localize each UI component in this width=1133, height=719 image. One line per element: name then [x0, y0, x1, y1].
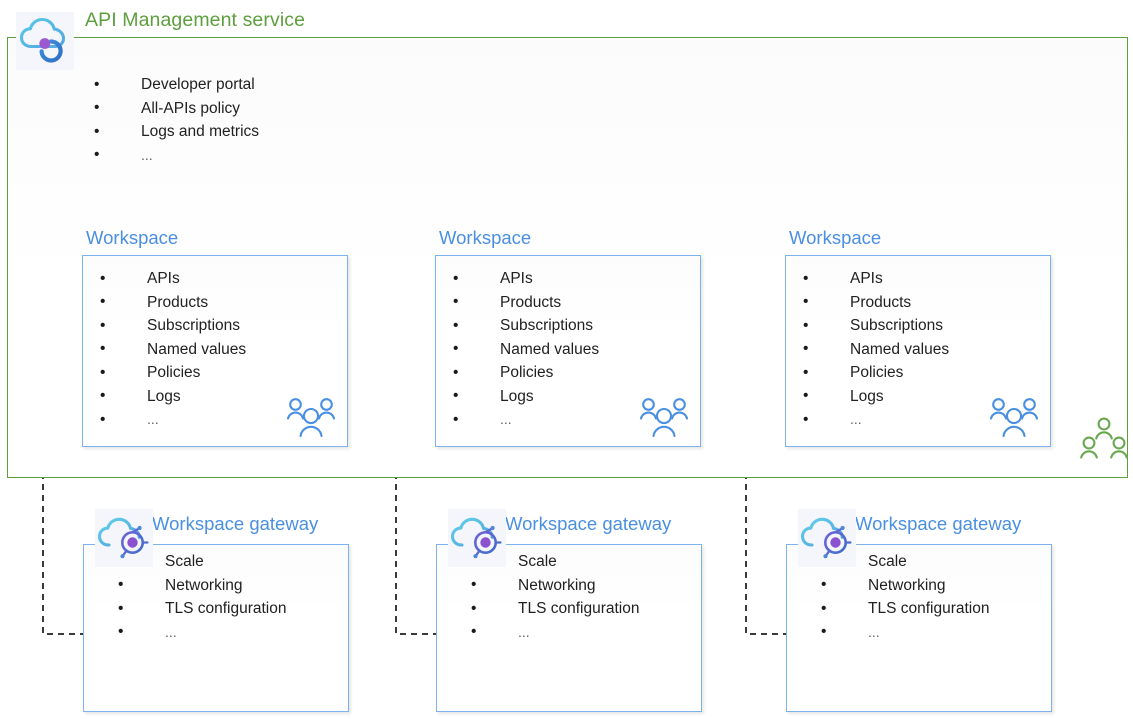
gateway-feature-list: Scale Networking TLS configuration ...	[110, 550, 287, 644]
people-group-icon	[988, 394, 1040, 440]
workspace-title: Workspace	[86, 227, 179, 248]
workspace-feature-list: APIs Products Subscriptions Named values…	[92, 267, 246, 432]
gateway-cloud-icon	[448, 509, 506, 567]
list-item: All-APIs policy	[86, 96, 259, 121]
list-item: Subscriptions	[92, 314, 246, 338]
list-item: TLS configuration	[813, 597, 990, 621]
list-item: Subscriptions	[795, 314, 949, 338]
list-item: Policies	[445, 361, 599, 385]
list-item: Products	[795, 290, 949, 315]
list-item: ...	[795, 408, 949, 432]
list-item: Networking	[463, 573, 640, 598]
workspace-body: APIs Products Subscriptions Named values…	[82, 255, 348, 447]
list-item: APIs	[795, 267, 949, 291]
list-item: Networking	[813, 573, 990, 598]
list-item: Products	[445, 290, 599, 315]
gateway-cloud-icon	[798, 509, 856, 567]
page-title: API Management service	[85, 9, 306, 31]
list-item: Logs	[445, 384, 599, 409]
workspace-title: Workspace	[789, 227, 882, 248]
gateway-title: Workspace gateway	[855, 513, 1022, 534]
gateway-feature-list: Scale Networking TLS configuration ...	[463, 550, 640, 644]
gateway-title: Workspace gateway	[152, 513, 319, 534]
list-item: Products	[92, 290, 246, 315]
people-group-icon	[285, 394, 337, 440]
workspace-title: Workspace	[439, 227, 532, 248]
list-item: Named values	[92, 337, 246, 362]
list-item: Networking	[110, 573, 287, 598]
list-item: TLS configuration	[110, 597, 287, 621]
list-item: ...	[92, 408, 246, 432]
list-item: APIs	[445, 267, 599, 291]
people-group-icon	[638, 394, 690, 440]
gateway-feature-list: Scale Networking TLS configuration ...	[813, 550, 990, 644]
list-item: ...	[463, 620, 640, 645]
list-item: ...	[86, 143, 259, 168]
workspace-body: APIs Products Subscriptions Named values…	[435, 255, 701, 447]
apim-cloud-icon	[16, 12, 74, 70]
list-item: APIs	[92, 267, 246, 291]
list-item: TLS configuration	[463, 597, 640, 621]
list-item: Developer portal	[86, 73, 259, 97]
workspace-feature-list: APIs Products Subscriptions Named values…	[795, 267, 949, 432]
list-item: Logs	[795, 384, 949, 409]
list-item: Policies	[92, 361, 246, 385]
list-item: Logs	[92, 384, 246, 409]
people-group-icon-green	[1080, 415, 1128, 465]
list-item: Named values	[445, 337, 599, 362]
list-item: Subscriptions	[445, 314, 599, 338]
workspace-body: APIs Products Subscriptions Named values…	[785, 255, 1051, 447]
list-item: Logs and metrics	[86, 120, 259, 144]
list-item: Policies	[795, 361, 949, 385]
gateway-cloud-icon	[95, 509, 153, 567]
list-item: ...	[445, 408, 599, 432]
apim-feature-list: Developer portal All-APIs policy Logs an…	[86, 73, 259, 167]
workspace-feature-list: APIs Products Subscriptions Named values…	[445, 267, 599, 432]
list-item: ...	[813, 620, 990, 645]
gateway-title: Workspace gateway	[505, 513, 672, 534]
list-item: ...	[110, 620, 287, 645]
list-item: Named values	[795, 337, 949, 362]
